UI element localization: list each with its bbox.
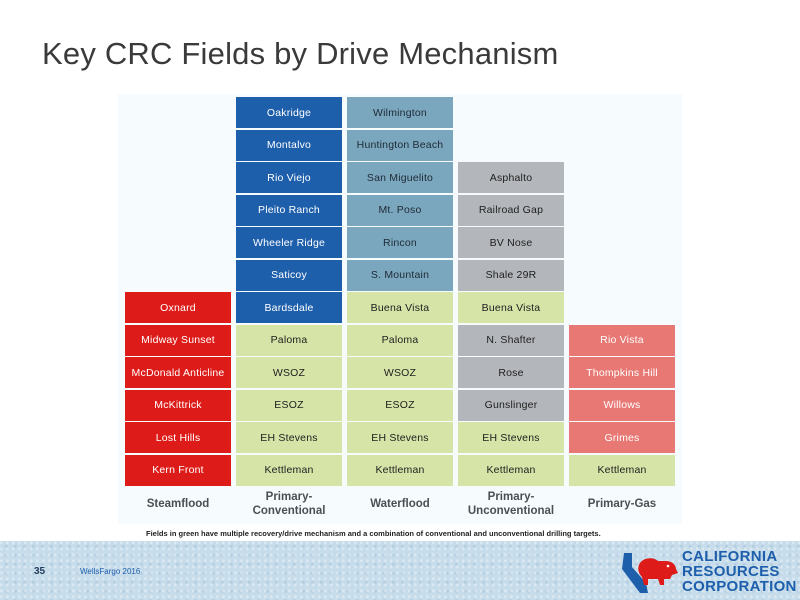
logo-line: RESOURCES [682, 563, 780, 580]
field-cell: Railroad Gap [458, 194, 564, 226]
footnote: Fields in green have multiple recovery/d… [146, 529, 601, 538]
field-cell: Thompkins Hill [569, 357, 675, 388]
field-cell: Willows [569, 389, 675, 421]
field-cell: Grimes [569, 422, 675, 453]
page-number: 35 [34, 566, 46, 577]
field-cell: Wheeler Ridge [236, 227, 342, 258]
field-cell: Montalvo [236, 129, 342, 161]
field-cell: EH Stevens [236, 422, 342, 453]
field-cell: Rio Viejo [236, 162, 342, 193]
field-cell: WSOZ [347, 357, 453, 388]
column-label: Steamflood [146, 498, 210, 510]
column-label: Waterflood [370, 498, 430, 510]
field-cell: Wilmington [347, 97, 453, 128]
field-cell: Kettleman [569, 454, 675, 486]
field-cell: Midway Sunset [125, 324, 231, 356]
column-label: Primary- Conventional [252, 491, 326, 517]
field-cell: EH Stevens [347, 422, 453, 453]
field-cell: McDonald Anticline [125, 357, 231, 388]
field-cell: Oakridge [236, 97, 342, 128]
field-cell: Huntington Beach [347, 129, 453, 161]
slide-title: Key CRC Fields by Drive Mechanism [42, 36, 559, 71]
field-cell: Buena Vista [347, 292, 453, 323]
field-cell: S. Mountain [347, 259, 453, 291]
field-cell: EH Stevens [458, 422, 564, 453]
field-cell: Mt. Poso [347, 194, 453, 226]
field-cell: ESOZ [347, 389, 453, 421]
field-cell: Saticoy [236, 259, 342, 291]
california-bear-icon [622, 553, 678, 593]
field-cell: Rio Vista [569, 324, 675, 356]
field-cell: McKittrick [125, 389, 231, 421]
field-cell: Paloma [347, 324, 453, 356]
field-cell: Lost Hills [125, 422, 231, 453]
logo-line: CALIFORNIA [682, 548, 778, 565]
field-cell: Kern Front [125, 454, 231, 486]
field-cell: Rincon [347, 227, 453, 258]
field-cell: Rose [458, 357, 564, 388]
field-cell: Shale 29R [458, 259, 564, 291]
field-cell: Asphalto [458, 162, 564, 193]
field-cell: WSOZ [236, 357, 342, 388]
slide-footer: 35 WellsFargo 2016 CALIFORNIA RESOURCES … [0, 541, 800, 600]
company-logo: CALIFORNIA RESOURCES CORPORATION [618, 547, 797, 597]
field-cell: Paloma [236, 324, 342, 356]
logo-line: CORPORATION [682, 578, 797, 595]
field-cell: BV Nose [458, 227, 564, 258]
field-cell: N. Shafter [458, 324, 564, 356]
field-cell: Gunslinger [458, 389, 564, 421]
column-label: Primary-Gas [587, 498, 657, 510]
field-cell: Oxnard [125, 292, 231, 323]
field-cell: Kettleman [236, 454, 342, 486]
column-label: Primary- Unconventional [467, 491, 555, 517]
field-cell: Buena Vista [458, 292, 564, 323]
event-label: WellsFargo 2016 [80, 567, 141, 576]
logo-wordmark: CALIFORNIA RESOURCES CORPORATION [682, 549, 797, 594]
field-cell: Bardsdale [236, 292, 342, 323]
field-cell: ESOZ [236, 389, 342, 421]
field-cell: Kettleman [347, 454, 453, 486]
field-cell: San Miguelito [347, 162, 453, 193]
field-cell: Kettleman [458, 454, 564, 486]
field-cell: Pleito Ranch [236, 194, 342, 226]
